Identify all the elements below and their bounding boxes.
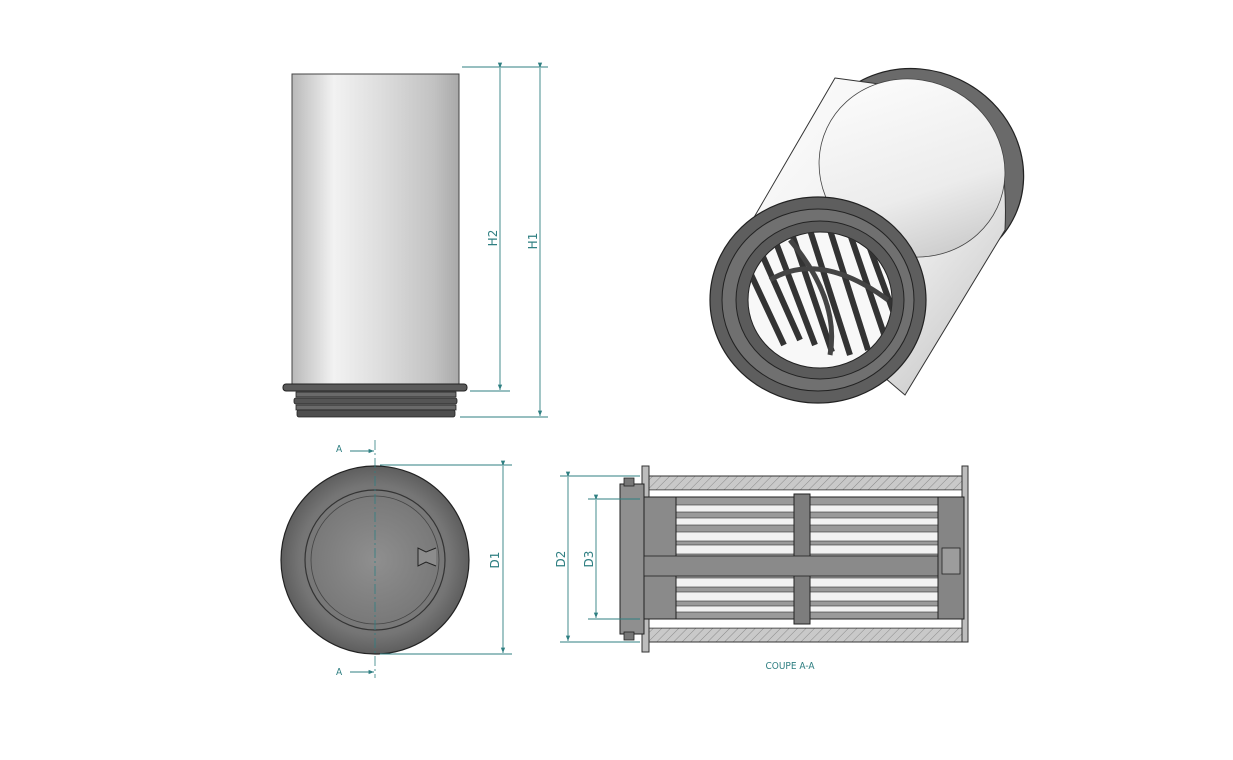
- shell-wall-bottom: [647, 627, 967, 643]
- neck-seal: [623, 477, 635, 487]
- isometric-view: [709, 67, 1025, 404]
- section-caption: COUPE A-A: [765, 661, 815, 672]
- dimension-h2: [462, 62, 510, 392]
- dimension-d1: [380, 460, 512, 655]
- dimension-label-d1: D1: [488, 552, 502, 569]
- shell-wall-top: [647, 475, 967, 491]
- thread-ring: [295, 404, 457, 411]
- front-view: H2 H1: [282, 62, 548, 418]
- dimension-label-h1: H1: [526, 233, 540, 250]
- dimension-h1: [460, 62, 548, 418]
- dimension-d2: [560, 471, 640, 643]
- dimension-label-d2: D2: [554, 551, 568, 568]
- thread-ring: [295, 391, 457, 398]
- filter-body: [291, 73, 460, 387]
- section-marker-top: A: [336, 444, 343, 455]
- cage-ring: [788, 238, 835, 356]
- section-marker-bottom: A: [336, 667, 343, 678]
- cage-ring: [768, 266, 890, 303]
- bayonet-notch: [417, 547, 437, 567]
- center-bar: [643, 555, 939, 577]
- neck-left: [619, 483, 645, 635]
- thread-ring: [293, 397, 458, 405]
- flange: [282, 383, 468, 392]
- dimension-label-d3: D3: [582, 551, 596, 568]
- dimension-d3: [588, 494, 640, 620]
- end-view: A A D1: [280, 440, 512, 678]
- thread-ring: [296, 409, 456, 418]
- dimension-label-h2: H2: [486, 230, 500, 247]
- neck-seal: [623, 631, 635, 641]
- right-clip: [941, 547, 961, 575]
- section-view: D2 D3 COUPE A-A: [554, 465, 969, 672]
